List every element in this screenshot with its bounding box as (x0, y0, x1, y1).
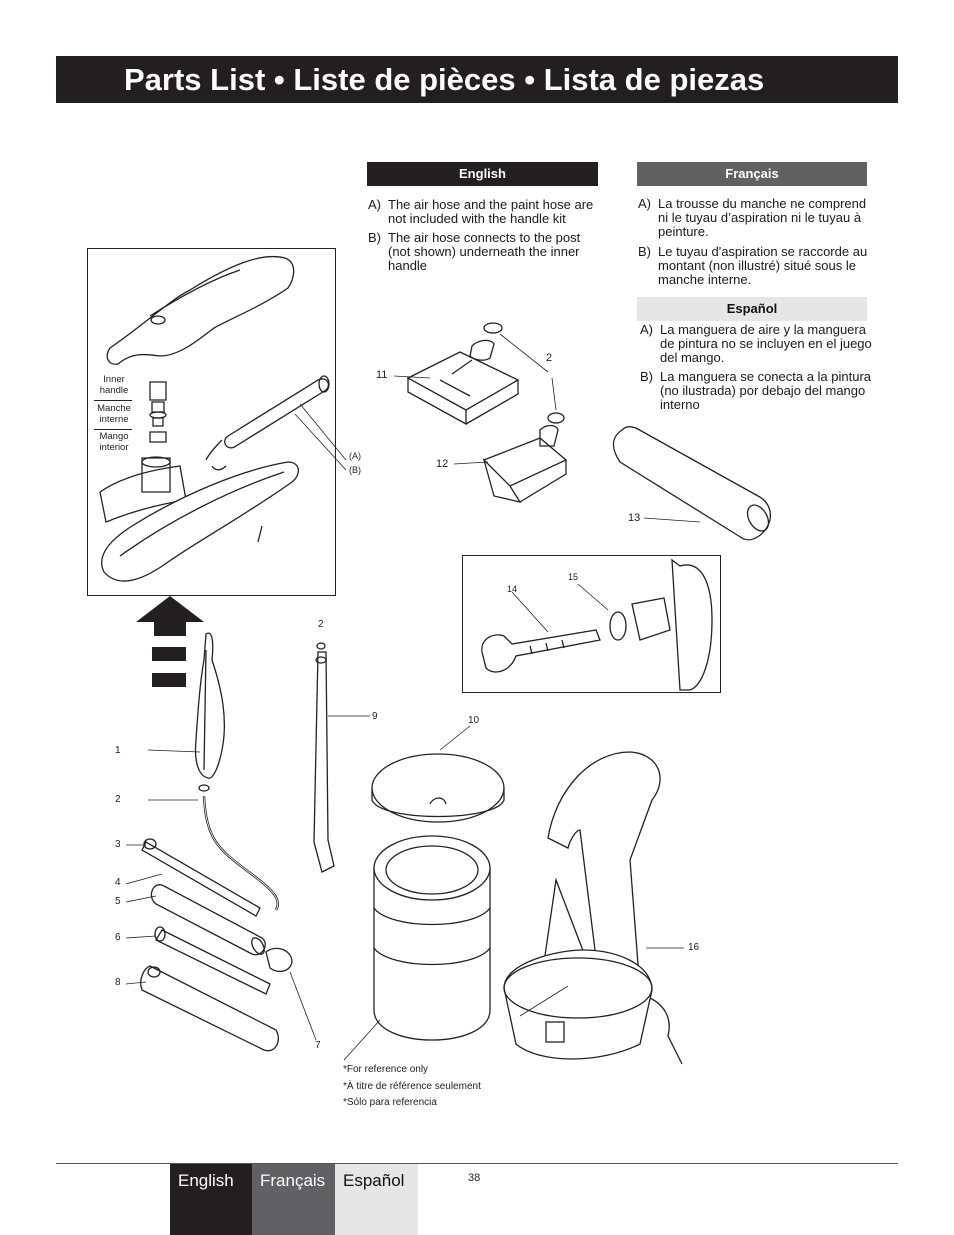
callout-9: 9 (372, 711, 378, 722)
pad-11-stem (469, 339, 495, 361)
roller-core-6 (155, 929, 271, 995)
callout-4: 4 (115, 877, 121, 888)
roller-5 (150, 884, 266, 956)
section-header-spanish: Español (637, 297, 867, 321)
footer-divider (56, 1163, 898, 1164)
callout-2-pad: 2 (546, 352, 553, 364)
label-hose-a: (A) (349, 451, 361, 461)
paint-can (373, 868, 491, 1041)
handle-1 (194, 632, 226, 779)
callout-5: 5 (115, 896, 121, 907)
note-english-b: B) The air hose connects to the post (no… (368, 230, 581, 273)
callout-14: 14 (507, 584, 518, 594)
callout-1: 1 (115, 745, 121, 756)
callout-7: 7 (315, 1040, 321, 1051)
roller-tube-inset (224, 378, 330, 449)
callout-15: 15 (568, 572, 579, 582)
callout-13: 13 (628, 512, 641, 524)
reference-note-fr: *À titre de référence seulement (343, 1081, 481, 1092)
callout-6: 6 (115, 932, 121, 943)
callout-2: 2 (115, 794, 121, 805)
page-title: Parts List • Liste de pièces • Lista de … (56, 56, 898, 103)
note-spanish-a: A) La manguera de aire y la manguera de … (640, 322, 872, 365)
callout-12: 12 (436, 458, 449, 470)
tab-spanish[interactable]: Español (335, 1164, 418, 1235)
label-inner-handle-en: Inner handle (99, 374, 129, 396)
tab-french[interactable]: Français (252, 1164, 335, 1235)
callout-11: 11 (376, 369, 388, 381)
roller-tray-8 (140, 965, 279, 1052)
label-separator (94, 400, 132, 401)
o-ring-15 (609, 611, 627, 641)
reference-note-es: *Sólo para referencia (343, 1097, 437, 1108)
label-inner-handle-fr: Manche interne (97, 403, 131, 425)
screw-hole-top (150, 315, 166, 325)
pump-unit-16 (547, 751, 661, 991)
inner-handle-shell (106, 255, 295, 365)
section-header-french: Français (637, 162, 867, 186)
page-number: 38 (468, 1172, 481, 1184)
label-hose-b: (B) (349, 465, 361, 475)
reference-note-en: *For reference only (343, 1064, 429, 1075)
note-spanish-b: B) La manguera se conecta a la pintura (… (640, 369, 872, 412)
label-inner-handle-es: Mango interior (99, 431, 129, 453)
connector-stack (149, 381, 167, 443)
note-french-b: B) Le tuyau d'aspiration se raccorde au … (638, 244, 868, 287)
section-header-english: English (367, 162, 598, 186)
paint-pad-12 (482, 437, 568, 503)
tab-english[interactable]: English (170, 1164, 252, 1235)
callout-16: 16 (688, 942, 700, 953)
up-arrow (136, 596, 204, 636)
callout-2-top: 2 (318, 619, 324, 630)
note-english-a: A) The air hose and the paint hose are n… (368, 197, 594, 226)
callout-10: 10 (468, 715, 480, 726)
paint-pad-11 (406, 351, 520, 426)
rod-3 (141, 841, 261, 917)
fitting-14 (481, 629, 601, 673)
threaded-nut (631, 597, 671, 641)
lower-handle-shell (101, 461, 299, 582)
callout-8: 8 (115, 977, 121, 988)
extension-pole-9 (313, 651, 335, 873)
note-french-a: A) La trousse du manche ne comprend ni l… (638, 196, 867, 239)
label-separator (94, 429, 132, 430)
roller-cover-13 (612, 426, 772, 541)
callout-3: 3 (115, 839, 121, 850)
